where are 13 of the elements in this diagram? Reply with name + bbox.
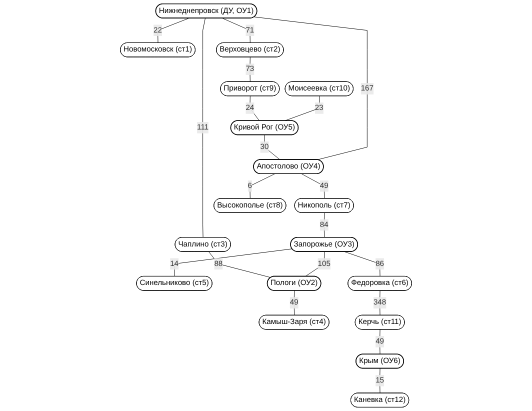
connector [158,18,190,44]
connector [174,248,292,277]
connector [250,96,260,122]
connector [284,96,320,122]
connector [344,252,380,277]
connector [324,212,325,238]
connector [250,174,275,199]
connector [294,290,295,316]
connector [302,174,325,199]
connector [208,252,272,278]
connector [222,18,250,44]
connector [305,252,325,277]
connector [202,18,206,238]
